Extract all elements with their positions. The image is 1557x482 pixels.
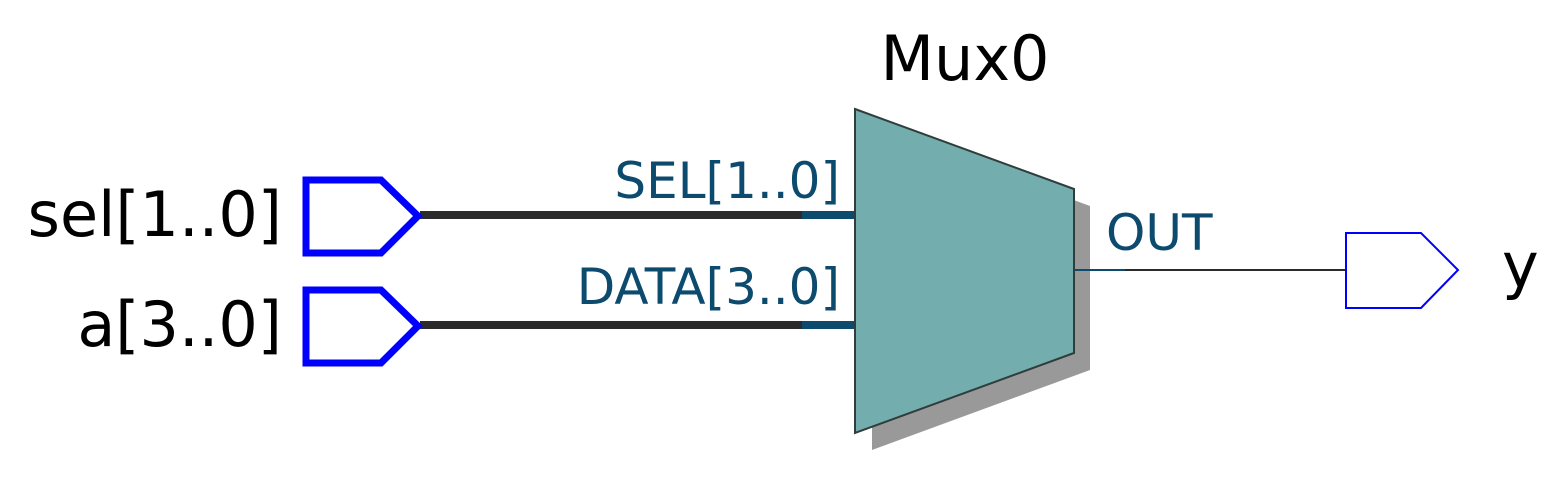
sel-input-pin[interactable]: [302, 176, 423, 257]
out-port-label: OUT: [1106, 204, 1213, 262]
y-output-name: y: [1502, 229, 1539, 302]
a-input-name: a[3..0]: [77, 288, 282, 361]
a-input-pin[interactable]: [302, 286, 423, 367]
sel-port-label: SEL[1..0]: [614, 152, 840, 210]
mux-instance-name: Mux0: [881, 22, 1050, 95]
sel-input-name: sel[1..0]: [28, 178, 282, 251]
y-output-pin[interactable]: [1345, 232, 1460, 309]
mux-body[interactable]: [854, 107, 1075, 435]
data-port-label: DATA[3..0]: [577, 258, 840, 316]
